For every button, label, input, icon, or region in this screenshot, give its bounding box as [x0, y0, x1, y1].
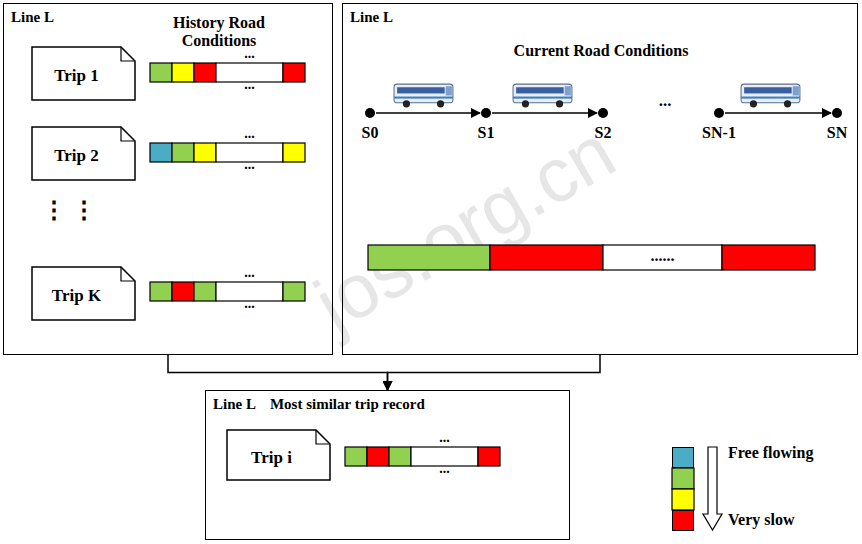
trip-document: Trip K: [31, 266, 136, 321]
trip-document: Trip i: [226, 429, 331, 481]
ellipsis-mark: ......: [603, 248, 722, 264]
station-label: S1: [478, 124, 495, 142]
node-heading: Current Road Conditions: [343, 42, 859, 60]
legend-text: Very slow: [728, 512, 795, 528]
connector-arrow: [725, 112, 831, 114]
station-node: SN: [832, 108, 842, 118]
node-title: Trip 1: [54, 67, 99, 86]
panel-box: Line L Most similar trip recordTrip i: [205, 390, 570, 540]
connector-arrow: [376, 112, 480, 114]
legend-swatch: [672, 447, 694, 468]
ellipsis-mark: ⋮ ⋮: [42, 198, 96, 222]
node-title: Trip i: [251, 449, 292, 468]
legend-arrow: [703, 447, 722, 530]
station-label: SN-1: [702, 124, 736, 142]
bus-icon: [394, 84, 453, 107]
station-label: SN: [827, 124, 847, 142]
station-node: S0: [365, 108, 375, 118]
trip-document: Trip 1: [31, 46, 136, 101]
legend-swatch: [672, 510, 694, 531]
bus-icon: [741, 84, 800, 107]
station-label: S0: [362, 124, 379, 142]
node-title: Line L: [11, 9, 54, 26]
node-title: Line L: [213, 396, 256, 413]
connector-arrow: [492, 112, 597, 114]
bus-icon: [513, 84, 572, 107]
station-node: S1: [481, 108, 491, 118]
legend-text: Free flowing: [728, 445, 813, 461]
trip-document: Trip 2: [31, 126, 136, 181]
station-label: S2: [595, 124, 612, 142]
ellipsis-mark: ...: [216, 266, 283, 280]
ellipsis-mark: ...: [216, 47, 283, 61]
node-title: Trip 2: [54, 147, 99, 166]
panel-box: Line L History Road ConditionsTrip 1 Trip …: [3, 3, 333, 355]
node-heading: Most similar trip record: [270, 396, 425, 413]
ellipsis-mark: ...: [411, 462, 478, 476]
ellipsis-mark: ...: [411, 431, 478, 445]
road-bars: [150, 63, 815, 510]
node-title: Line L: [350, 9, 393, 26]
ellipsis-mark: ...: [216, 78, 283, 92]
ellipsis-mark: ...: [216, 127, 283, 141]
ellipsis-mark: ...: [216, 297, 283, 311]
panel-box: Line LCurrent Road ConditionsS0S1S2SN-1S…: [342, 3, 858, 355]
watermark: jos.org.cn: [303, 113, 626, 344]
node-title: Trip K: [52, 287, 101, 306]
connector-arrow: [388, 355, 601, 390]
connector-arrow: [168, 355, 388, 390]
ellipsis-mark: ...: [630, 92, 700, 109]
ellipsis-mark: ...: [216, 158, 283, 172]
station-node: S2: [598, 108, 608, 118]
station-node: SN-1: [714, 108, 724, 118]
node-heading: History Road Conditions: [144, 14, 294, 49]
